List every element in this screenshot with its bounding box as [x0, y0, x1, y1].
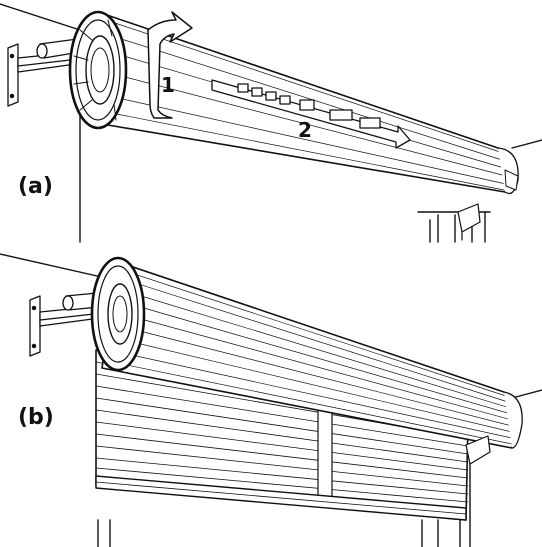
panel-b-roller-drum [101, 261, 523, 449]
panel-a-gear-end [68, 10, 128, 130]
panel-a: 1 2 (a) [0, 3, 542, 243]
panel-a-rotation-arrow [147, 11, 193, 119]
panel-b: (b) [0, 253, 542, 547]
panel-b-corner-bracket [465, 435, 491, 465]
step-2-label: 2 [298, 118, 312, 142]
panel-a-insert-arrow [211, 79, 411, 149]
panel-b-drum-end [90, 256, 146, 372]
panel-a-wall-bracket [7, 35, 105, 107]
panel-a-label: (a) [18, 174, 53, 199]
panel-b-label: (b) [18, 405, 54, 430]
panel-a-corner-bracket [457, 203, 481, 241]
step-1-label: 1 [161, 73, 175, 97]
panel-a-roller-tube [89, 13, 519, 195]
